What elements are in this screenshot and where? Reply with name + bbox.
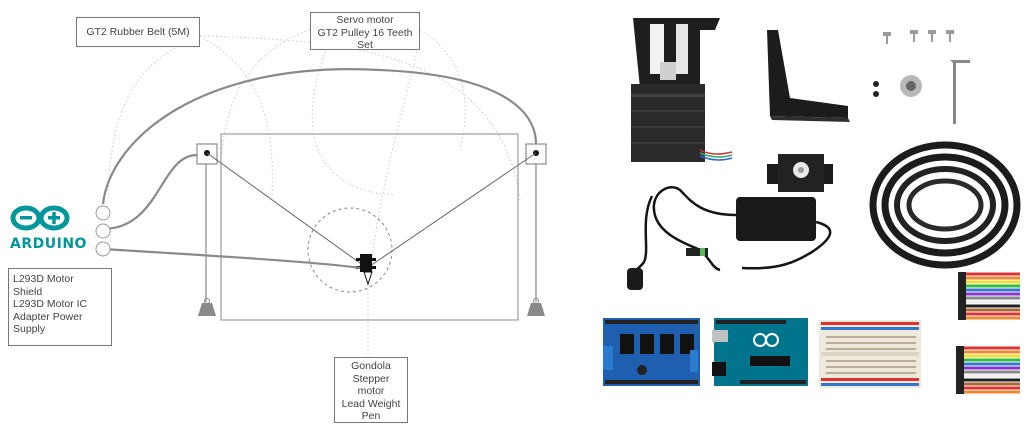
connector-3	[95, 241, 111, 257]
servo-motor-icon	[767, 154, 833, 192]
shield-label-line-1: L293D Motor	[13, 273, 74, 285]
shield-label-line-4: Adapter Power	[13, 310, 83, 323]
belt-label: GT2 Rubber Belt (5M)	[86, 26, 190, 38]
belt-label-box: GT2 Rubber Belt (5M)	[76, 17, 200, 47]
jumper-wires-icon	[956, 272, 1020, 394]
shield-label-line-3: L293D Motor IC	[13, 298, 88, 311]
cable-2	[102, 153, 198, 231]
breadboard-icon	[819, 320, 921, 388]
connector-1	[95, 205, 111, 221]
gondola-label-line-2: Stepper	[352, 372, 390, 385]
belt-icon	[869, 141, 1021, 269]
gondola-label-line-5: Pen	[361, 410, 381, 423]
arduino-infinity-logo	[10, 205, 70, 231]
gondola-range	[307, 207, 393, 293]
gondola-label-line-4: Lead Weight	[341, 397, 401, 410]
gondola-label-line-1: Gondola	[351, 360, 391, 372]
servo-label-line-3: Set	[357, 39, 373, 52]
arduino-board-icon	[712, 318, 808, 386]
belt-leader-left	[107, 35, 201, 201]
right-weight	[527, 303, 545, 316]
servo-label-line-2: GT2 Pulley 16 Teeth	[317, 26, 413, 39]
gondola-label-box: Gondola Stepper motor Lead Weight Pen	[334, 357, 408, 423]
belt-leader-mid	[199, 35, 273, 196]
left-weight	[198, 303, 216, 316]
servo-label-line-1: Servo motor	[336, 14, 394, 26]
servo-label-box: Servo motor GT2 Pulley 16 Teeth Set	[310, 12, 420, 52]
drawing-board	[220, 133, 519, 321]
connector-2	[95, 223, 111, 239]
hex-key-icon	[950, 60, 970, 124]
power-adapter-icon	[627, 185, 832, 290]
pulley-icon	[900, 75, 922, 97]
gondola-icon	[356, 254, 376, 286]
motor-shield-icon	[603, 318, 700, 386]
belt-leader-right	[199, 35, 521, 201]
stepper-motor-icon	[631, 18, 733, 162]
shield-label-line-5: Supply	[13, 323, 46, 336]
arduino-logo-text: ARDUINO	[10, 236, 87, 252]
cable-3	[102, 247, 361, 270]
shield-label-line-2: Shield	[13, 285, 43, 298]
metal-bracket-icon	[767, 30, 850, 122]
servo-leader-3	[311, 39, 396, 196]
servo-leader-2	[419, 29, 466, 151]
shield-label-box: L293D Motor Shield L293D Motor IC Adapte…	[8, 268, 112, 346]
screws-icon	[873, 30, 954, 97]
gondola-label-line-3: motor	[357, 385, 385, 398]
cable-1	[101, 68, 538, 205]
servo-to-gondola	[371, 39, 421, 261]
